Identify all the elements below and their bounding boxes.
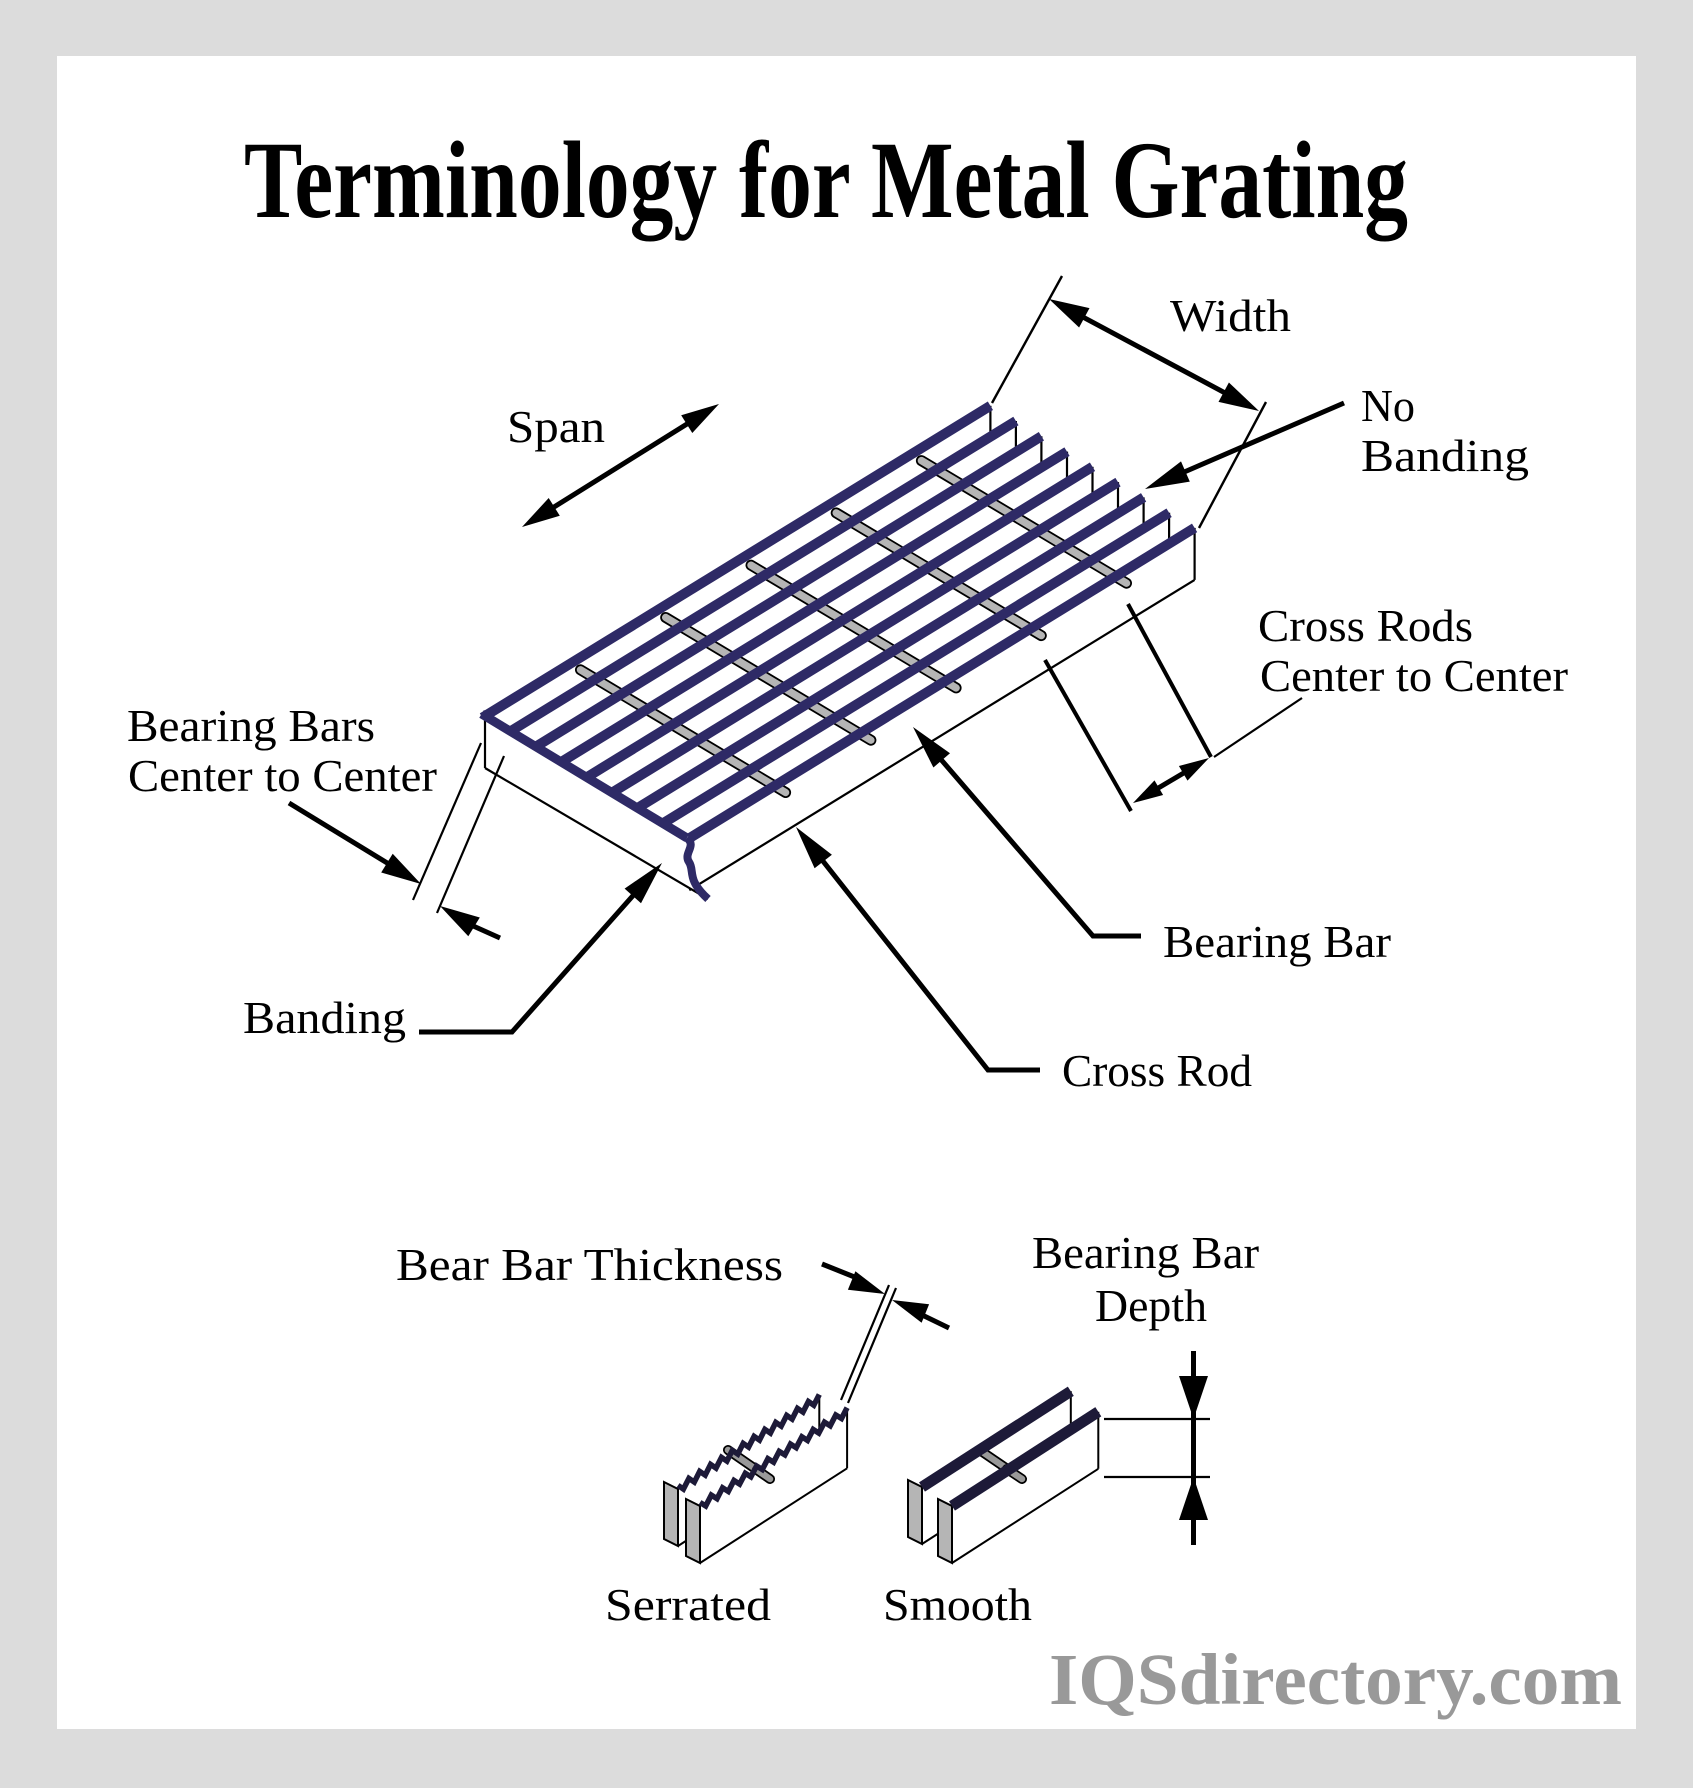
svg-text:Bearing Bar: Bearing Bar <box>1032 1227 1259 1278</box>
svg-text:Span: Span <box>507 401 605 452</box>
svg-text:IQSdirectory.com: IQSdirectory.com <box>1049 1639 1622 1720</box>
svg-text:Smooth: Smooth <box>883 1579 1032 1630</box>
svg-text:Depth: Depth <box>1095 1280 1207 1331</box>
svg-text:Center to Center: Center to Center <box>128 750 437 801</box>
svg-text:Banding: Banding <box>1361 430 1529 481</box>
svg-text:Center to Center: Center to Center <box>1260 650 1568 701</box>
svg-text:Banding: Banding <box>243 992 406 1043</box>
svg-text:Bear Bar Thickness: Bear Bar Thickness <box>396 1239 783 1290</box>
svg-text:No: No <box>1361 380 1415 431</box>
svg-text:Bearing Bar: Bearing Bar <box>1163 916 1391 967</box>
svg-text:Width: Width <box>1170 290 1291 341</box>
svg-text:Terminology for Metal Grating: Terminology for Metal Grating <box>244 119 1408 241</box>
svg-text:Serrated: Serrated <box>605 1579 771 1630</box>
svg-text:Bearing Bars: Bearing Bars <box>127 700 375 751</box>
svg-text:Cross Rod: Cross Rod <box>1062 1045 1252 1096</box>
svg-text:Cross Rods: Cross Rods <box>1258 600 1473 651</box>
